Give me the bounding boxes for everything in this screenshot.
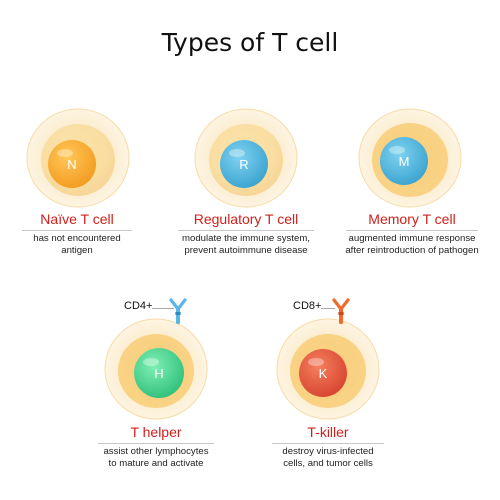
regulatory-description: modulate the immune system, prevent auto… (164, 233, 328, 256)
t-helper-divider (98, 443, 214, 444)
regulatory-nucleus (220, 140, 268, 188)
memory-description: augmented immune response after reintrod… (330, 233, 494, 256)
naive-description-line-2: antigen (61, 244, 93, 256)
t-killer-description: destroy virus-infected cells, and tumor … (258, 446, 398, 469)
cd4-receptor-icon (169, 298, 187, 324)
killer-letter: K (319, 366, 328, 381)
memory-description-line-1: augmented immune response (348, 233, 476, 244)
cd8-marker-label: CD8+ (293, 300, 322, 312)
regulatory-t-cell: R (194, 108, 298, 208)
killer-nucleus (299, 349, 347, 397)
cd8-receptor-icon (332, 298, 350, 324)
helper-nucleus (134, 348, 184, 398)
t-killer-description-line-2: cells, and tumor cells (283, 457, 373, 469)
helper-letter: H (154, 366, 163, 381)
naive-letter: N (67, 157, 76, 172)
page-title: Types of T cell (161, 28, 339, 57)
memory-nucleus (380, 137, 428, 185)
memory-description-line-2: after reintroduction of pathogen (345, 244, 479, 256)
t-killer-description-line-1: destroy virus-infected (282, 446, 374, 457)
naive-t-cell: N (26, 108, 130, 208)
memory-t-cell-name: Memory T cell (368, 211, 456, 227)
naive-divider (22, 230, 132, 231)
t-killer-name: T-killer (307, 424, 349, 440)
t-helper-name: T helper (130, 424, 182, 440)
t-killer-divider (272, 443, 384, 444)
t-helper-description-line-2: to mature and activate (108, 457, 204, 469)
cd4-marker-label: CD4+ (124, 300, 153, 312)
t-killer-cell: K (276, 318, 380, 420)
cd4-marker-line (152, 308, 174, 309)
regulatory-letter: R (239, 157, 248, 172)
naive-t-cell-name: Naïve T cell (40, 211, 114, 227)
t-helper-cell: H (104, 318, 208, 420)
regulatory-description-line-2: prevent autoimmune disease (184, 244, 308, 256)
memory-t-cell: M (358, 108, 462, 208)
regulatory-t-cell-name: Regulatory T cell (193, 211, 299, 227)
t-helper-description: assist other lymphocytes to mature and a… (86, 446, 226, 469)
regulatory-divider (178, 230, 314, 231)
t-helper-description-line-1: assist other lymphocytes (103, 446, 209, 457)
memory-letter: M (399, 154, 410, 169)
cd8-marker-line (321, 308, 335, 309)
memory-divider (346, 230, 478, 231)
naive-nucleus (48, 140, 96, 188)
naive-description: has not encountered antigen (0, 233, 154, 256)
regulatory-description-line-1: modulate the immune system, (182, 233, 310, 244)
naive-description-line-1: has not encountered (33, 233, 121, 244)
